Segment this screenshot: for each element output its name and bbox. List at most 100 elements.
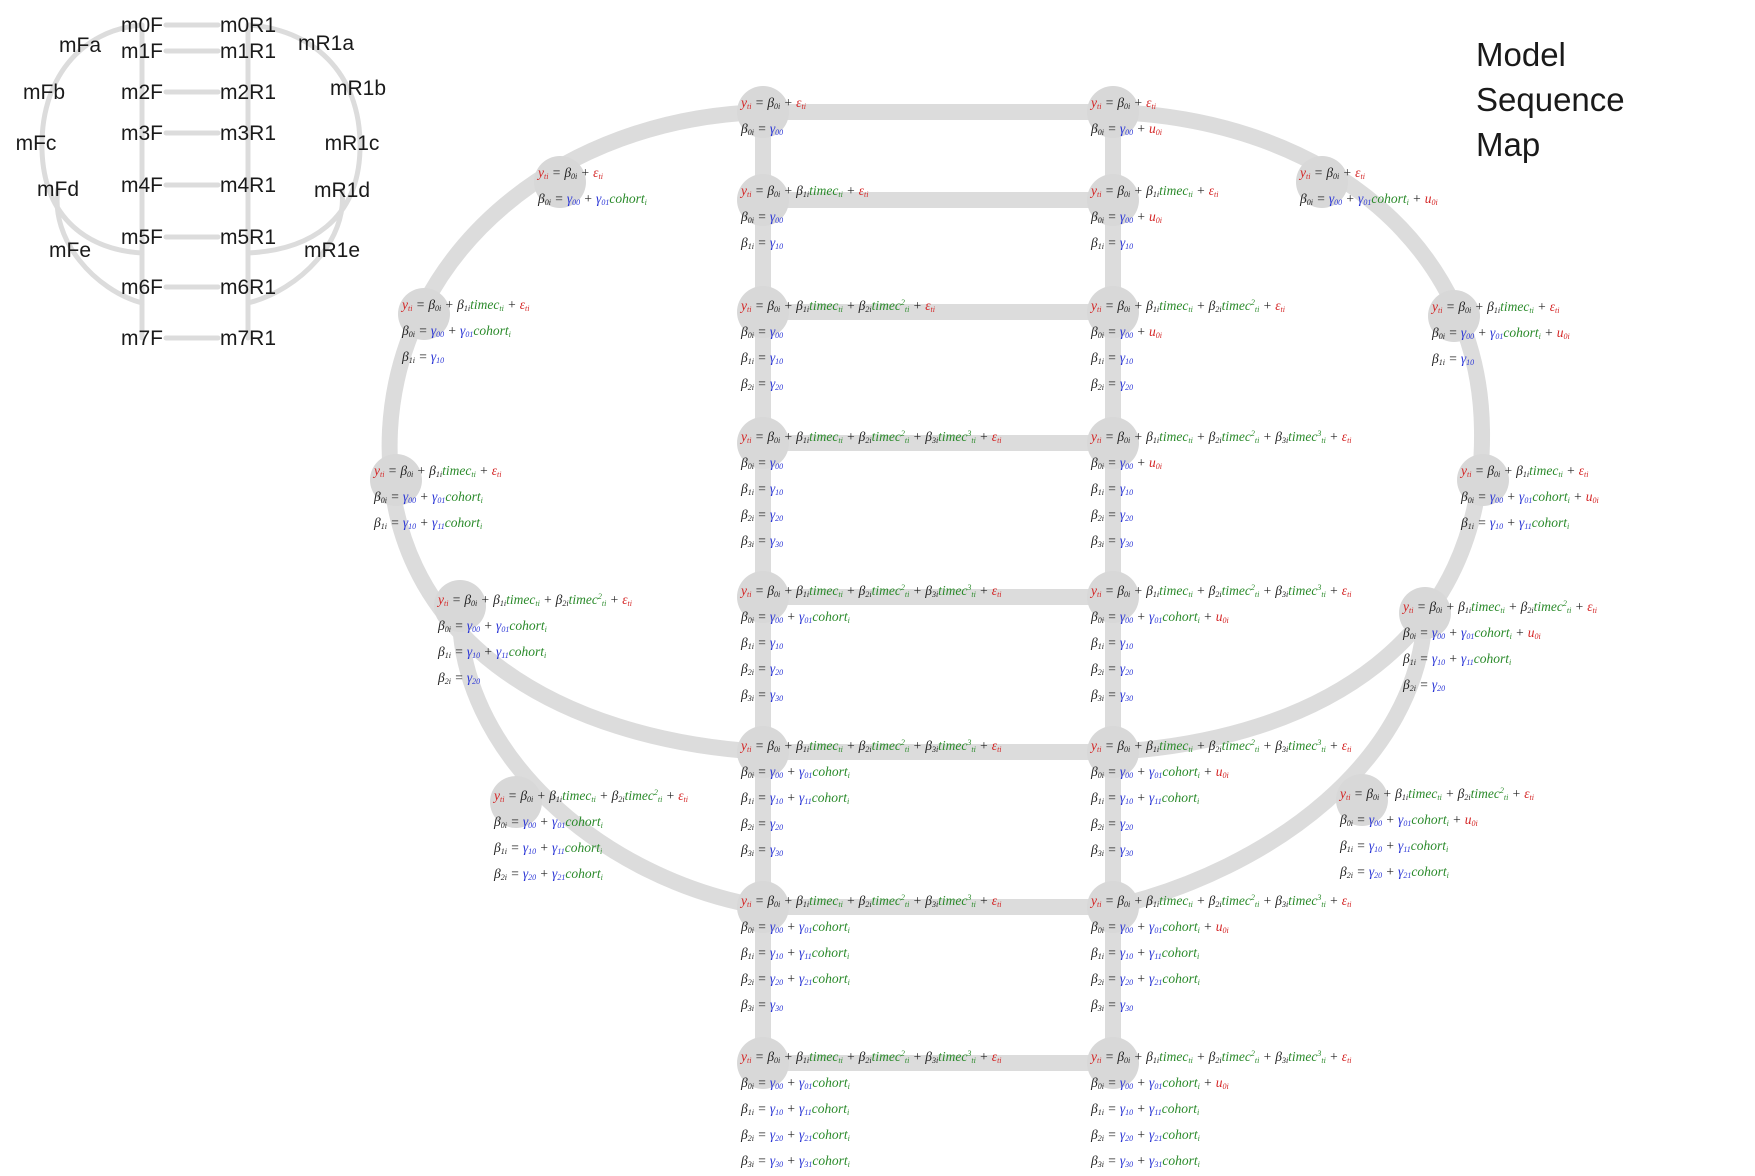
mini-node-mR1e: mR1e — [304, 239, 360, 262]
node-m0F — [737, 86, 789, 138]
mini-node-m5R1: m5R1 — [220, 226, 276, 249]
equation-m6F: yti = β0i + β1itimecti + β2itimec2ti + β… — [741, 887, 1002, 1020]
equation-line: yti = β0i + β1itimecti + β2itimec2ti + ε… — [1340, 786, 1534, 802]
mini-node-m1R1: m1R1 — [220, 40, 276, 63]
equation-line: β1i = γ10 — [1091, 235, 1134, 251]
mini-node-m7F: m7F — [121, 327, 163, 350]
equation-line: β0i = γ00 — [741, 455, 784, 471]
equation-mFd: yti = β0i + β1itimecti + β2itimec2ti + ε… — [438, 586, 632, 693]
equation-m3R1: yti = β0i + β1itimecti + β2itimec2ti + β… — [1091, 423, 1352, 556]
connector-lines — [370, 86, 1509, 1089]
equation-line: β3i = γ30 — [741, 687, 784, 703]
mini-node-m2F: m2F — [121, 81, 163, 104]
equation-line: yti = β0i + β1itimecti + εti — [402, 297, 530, 313]
outer-branch-left — [381, 104, 771, 760]
node-m7F — [737, 1037, 789, 1089]
node-m3F — [737, 417, 789, 469]
equation-m2R1: yti = β0i + β1itimecti + β2itimec2ti + ε… — [1091, 292, 1285, 399]
equation-line: β3i = γ30 — [1091, 842, 1134, 858]
equation-line: yti = β0i + β1itimecti + β2itimec2ti + β… — [1091, 1049, 1352, 1065]
equation-m3F: yti = β0i + β1itimecti + β2itimec2ti + β… — [741, 423, 1002, 556]
equation-line: β0i = γ00 + γ01cohorti + u0i — [1403, 625, 1541, 641]
equation-line: yti = β0i + εti — [538, 165, 603, 181]
equation-line: β0i = γ00 + u0i — [1091, 209, 1163, 225]
equation-mFe: yti = β0i + β1itimecti + β2itimec2ti + ε… — [494, 782, 688, 889]
equation-line: β0i = γ00 + u0i — [1091, 324, 1163, 340]
equation-line: β0i = γ00 + γ01cohorti — [741, 764, 850, 780]
node-m4F — [737, 571, 789, 623]
equation-line: β0i = γ00 + γ01cohorti + u0i — [1461, 489, 1599, 505]
equation-line: β1i = γ10 + γ11cohorti — [1091, 1101, 1200, 1117]
equation-line: yti = β0i + β1itimecti + β2itimec2ti + ε… — [1091, 298, 1285, 314]
mini-node-m1F: m1F — [121, 40, 163, 63]
node-mFc — [370, 454, 422, 506]
equation-line: β1i = γ10 + γ11cohorti — [1091, 790, 1200, 806]
mini-node-m3F: m3F — [121, 122, 163, 145]
node-m4R1 — [1087, 571, 1139, 623]
mini-right-inner — [245, 187, 345, 306]
node-mR1d — [1399, 587, 1451, 639]
equation-line: β3i = γ30 — [741, 997, 784, 1013]
mini-node-mFa: mFa — [59, 34, 101, 57]
equation-line: yti = β0i + β1itimecti + β2itimec2ti + ε… — [494, 788, 688, 804]
equation-line: β1i = γ10 + γ11cohorti — [494, 840, 603, 856]
equation-line: β1i = γ10 + γ11cohorti — [741, 790, 850, 806]
equation-m4R1: yti = β0i + β1itimecti + β2itimec2ti + β… — [1091, 577, 1352, 710]
equation-line: β0i = γ00 + γ01cohorti + u0i — [1300, 191, 1438, 207]
mini-map: m0Fm1Fm2Fm3Fm4Fm5Fm6Fm7Fm0R1m1R1m2R1m3R1… — [16, 14, 386, 350]
node-m1F — [737, 174, 789, 226]
equation-line: yti = β0i + β1itimecti + β2itimec2ti + ε… — [741, 298, 935, 314]
equation-line: yti = β0i + β1itimecti + εti — [1432, 299, 1560, 315]
equation-mR1d: yti = β0i + β1itimecti + β2itimec2ti + ε… — [1403, 593, 1597, 700]
title-line: Sequence — [1476, 81, 1625, 118]
equation-line: β2i = γ20 — [1091, 376, 1134, 392]
equation-line: β1i = γ10 — [741, 635, 784, 651]
equation-line: β2i = γ20 + γ21cohorti — [494, 866, 603, 882]
mini-node-m3R1: m3R1 — [220, 122, 276, 145]
equation-line: β1i = γ10 — [741, 350, 784, 366]
equation-line: yti = β0i + β1itimecti + β2itimec2ti + β… — [741, 583, 1002, 599]
equation-line: yti = β0i + β1itimecti + εti — [374, 463, 502, 479]
equation-line: β0i = γ00 + γ01cohorti + u0i — [1091, 919, 1229, 935]
equation-line: β0i = γ00 + γ01cohorti — [374, 489, 483, 505]
equation-line: β0i = γ00 — [741, 209, 784, 225]
mini-node-m2R1: m2R1 — [220, 81, 276, 104]
inner-branch-right — [1105, 605, 1433, 915]
equation-line: yti = β0i + β1itimecti + β2itimec2ti + β… — [1091, 429, 1352, 445]
mini-node-mFd: mFd — [37, 178, 79, 201]
equation-line: yti = β0i + β1itimecti + β2itimec2ti + β… — [1091, 893, 1352, 909]
equation-line: β1i = γ10 — [1091, 350, 1134, 366]
node-m5F — [737, 726, 789, 778]
mini-node-m6F: m6F — [121, 276, 163, 299]
equation-line: yti = β0i + εti — [741, 95, 806, 111]
equation-m5F: yti = β0i + β1itimecti + β2itimec2ti + β… — [741, 732, 1002, 865]
equation-line: β3i = γ30 — [1091, 533, 1134, 549]
equation-line: β2i = γ20 — [1403, 677, 1446, 693]
node-mFe — [490, 776, 542, 828]
node-m1R1 — [1087, 174, 1139, 226]
equation-line: yti = β0i + β1itimecti + β2itimec2ti + ε… — [1403, 599, 1597, 615]
equation-line: β0i = γ00 + u0i — [1091, 455, 1163, 471]
node-m2R1 — [1087, 286, 1139, 338]
mini-node-m0F: m0F — [121, 14, 163, 37]
node-mR1c — [1457, 454, 1509, 506]
equation-line: β0i = γ00 + γ01cohorti — [494, 814, 603, 830]
equation-line: β0i = γ00 + γ01cohorti + u0i — [1091, 1075, 1229, 1091]
equation-line: β1i = γ10 + γ11cohorti — [1340, 838, 1449, 854]
mini-node-mR1d: mR1d — [314, 179, 370, 202]
equation-line: β0i = γ00 + γ01cohorti — [741, 1075, 850, 1091]
equation-line: yti = β0i + β1itimecti + εti — [741, 183, 869, 199]
equation-line: β1i = γ10 + γ11cohorti — [741, 945, 850, 961]
mini-right-loop — [245, 22, 363, 256]
equation-line: β2i = γ20 + γ21cohorti — [1340, 864, 1449, 880]
equation-mR1e: yti = β0i + β1itimecti + β2itimec2ti + ε… — [1340, 780, 1534, 887]
equation-line: β2i = γ20 — [1091, 816, 1134, 832]
node-m7R1 — [1087, 1037, 1139, 1089]
node-mR1b — [1428, 290, 1480, 342]
